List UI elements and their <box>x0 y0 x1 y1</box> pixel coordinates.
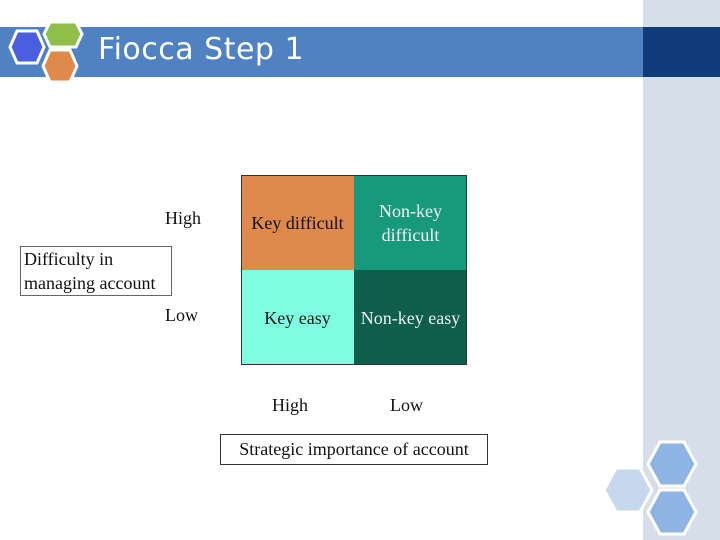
hexagon-mid-top <box>646 440 698 488</box>
hexagon-orange <box>41 48 79 84</box>
hexagon-blue <box>8 29 46 65</box>
matrix-cell-key-easy: Key easy <box>241 270 354 365</box>
x-axis-label: Strategic importance of account <box>220 434 488 465</box>
matrix-cell-key-difficult: Key difficult <box>241 175 354 270</box>
y-high-label: High <box>165 208 201 228</box>
hexagon-mid-bottom <box>646 488 698 536</box>
y-axis-label: Difficulty in managing account <box>20 246 172 296</box>
title-band <box>0 27 643 77</box>
hexagon-decoration-icon <box>602 440 698 536</box>
matrix-cell-nonkey-difficult: Non-key difficult <box>354 175 467 270</box>
matrix-cell-nonkey-easy: Non-key easy <box>354 270 467 365</box>
hexagon-green <box>42 20 84 49</box>
x-high-label: High <box>272 395 308 415</box>
slide-title: Fiocca Step 1 <box>98 32 305 67</box>
hexagon-light-left <box>602 466 654 514</box>
hexagon-logo-icon <box>8 20 84 84</box>
x-low-label: Low <box>390 395 423 415</box>
title-band-accent <box>643 27 720 77</box>
y-low-label: Low <box>165 305 198 325</box>
